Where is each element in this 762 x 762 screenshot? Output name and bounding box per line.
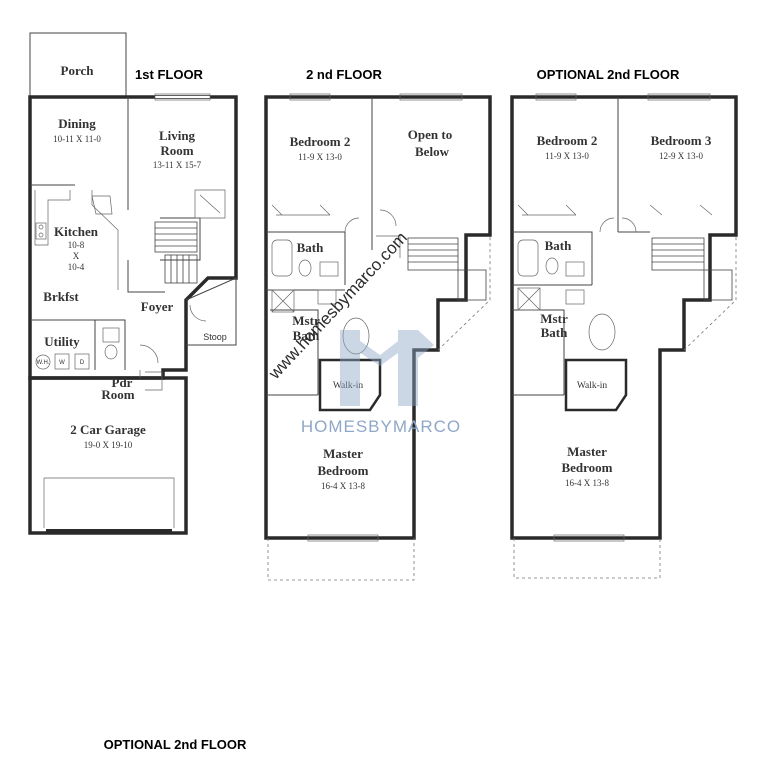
open-to-label: Open to — [408, 127, 452, 142]
wh-label: W.H. — [37, 360, 50, 366]
kitchen-dim-1: 10-8 — [68, 240, 85, 250]
bath-label: Bath — [297, 240, 325, 255]
pdr-label-2: Room — [101, 387, 134, 402]
footer-optional-label: OPTIONAL 2nd FLOOR — [104, 737, 247, 752]
bathtub-icon — [271, 239, 293, 277]
opt-bedroom3-dim: 12-9 X 13-0 — [659, 151, 703, 161]
optional-floor-walls — [510, 95, 738, 540]
mstr-bath-label-2: Bath — [293, 328, 321, 343]
master-label-1: Master — [323, 446, 363, 461]
second-floor-walls — [264, 95, 492, 540]
stoop-label: Stoop — [203, 332, 227, 342]
dining-dim: 10-11 X 11-0 — [53, 134, 101, 144]
walk-in-label: Walk-in — [333, 381, 364, 391]
dryer-label: D — [80, 360, 85, 366]
dining-label: Dining — [58, 116, 96, 131]
bedroom2-label: Bedroom 2 — [290, 134, 351, 149]
kitchen-dim-3: 10-4 — [68, 262, 85, 272]
toilet-icon — [104, 344, 118, 360]
opt-master-dim: 16-4 X 13-8 — [565, 478, 609, 488]
first-floor-title: 1st FLOOR — [135, 67, 204, 82]
opt-bath-label: Bath — [545, 238, 573, 253]
optional-floor-title: OPTIONAL 2nd FLOOR — [537, 67, 680, 82]
first-floor-stairs-icon — [154, 221, 198, 284]
first-floor-plan: 1st FLOOR Porch Dining 10-11 X 11-0 Livi… — [28, 32, 238, 535]
pdr-label-1: Pdr — [112, 375, 133, 390]
opt-master-label-2: Bedroom — [561, 460, 612, 475]
shower-icon — [271, 289, 295, 313]
foyer-label: Foyer — [141, 299, 174, 314]
washer-icon — [54, 353, 70, 370]
optional-tub-icon — [588, 313, 616, 351]
optional-walk-in-walls — [564, 358, 628, 412]
watermark-logo-icon — [340, 330, 434, 406]
walk-in-walls — [318, 358, 382, 412]
garage-label: 2 Car Garage — [70, 422, 146, 437]
optional-bathtub-icon — [517, 239, 539, 277]
living-label-2: Room — [160, 143, 193, 158]
brkfst-label: Brkfst — [43, 289, 79, 304]
toilet-icon — [298, 259, 312, 277]
kitchen-label: Kitchen — [54, 224, 99, 239]
kitchen-dim-2: X — [73, 251, 80, 261]
living-label-1: Living — [159, 128, 196, 143]
opt-master-label-1: Master — [567, 444, 607, 459]
opt-walk-in-label: Walk-in — [577, 381, 608, 391]
second-floor-stairs-icon — [407, 237, 487, 301]
master-dim: 16-4 X 13-8 — [321, 481, 365, 491]
optional-toilet-icon — [545, 257, 559, 275]
opt-mstr-bath-label-2: Bath — [541, 325, 569, 340]
tub-icon — [342, 317, 370, 355]
watermark-brand: HOMESBYMARCO — [301, 417, 461, 436]
master-label-2: Bedroom — [317, 463, 368, 478]
utility-label: Utility — [44, 334, 80, 349]
second-floor-title: 2 nd FLOOR — [306, 67, 382, 82]
washer-label: W — [59, 360, 65, 366]
bedroom2-dim: 11-9 X 13-0 — [298, 152, 342, 162]
opt-bedroom3-label: Bedroom 3 — [651, 133, 712, 148]
opt-bedroom2-dim: 11-9 X 13-0 — [545, 151, 589, 161]
living-dim: 13-11 X 15-7 — [153, 160, 202, 170]
below-label: Below — [415, 144, 450, 159]
optional-floor-plan: OPTIONAL 2nd FLOOR Bedroom 2 11-9 X 13-0… — [510, 67, 738, 579]
optional-shower-icon — [517, 287, 541, 311]
porch-label: Porch — [61, 63, 95, 78]
opt-mstr-bath-label-1: Mstr — [540, 311, 568, 326]
water-heater-icon — [35, 354, 51, 370]
mstr-bath-label-1: Mstr — [292, 313, 320, 328]
dryer-icon — [74, 353, 90, 370]
garage-dim: 19-0 X 19-10 — [84, 440, 133, 450]
opt-bedroom2-label: Bedroom 2 — [537, 133, 598, 148]
optional-stairs-icon — [651, 237, 733, 301]
second-floor-plan: 2 nd FLOOR Bedroom 2 11-9 X 13-0 Open to… — [264, 67, 492, 581]
